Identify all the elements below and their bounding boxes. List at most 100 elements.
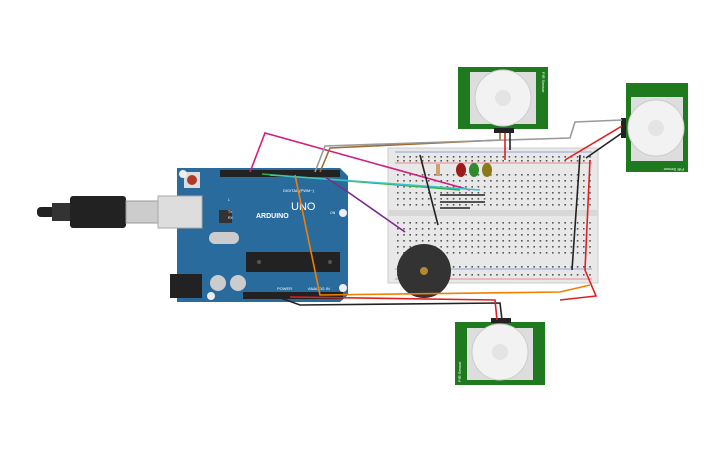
breadboard-hole[interactable] — [589, 228, 591, 230]
breadboard-hole[interactable] — [465, 228, 467, 230]
breadboard-hole[interactable] — [502, 266, 504, 268]
breadboard-hole[interactable] — [502, 160, 504, 162]
breadboard-hole[interactable] — [576, 174, 579, 176]
breadboard-hole[interactable] — [527, 234, 529, 236]
breadboard-hole[interactable] — [471, 198, 473, 200]
breadboard-hole[interactable] — [483, 274, 486, 276]
breadboard-hole[interactable] — [465, 198, 467, 200]
breadboard-hole[interactable] — [545, 204, 548, 206]
breadboard-hole[interactable] — [496, 252, 498, 254]
breadboard-hole[interactable] — [564, 266, 566, 268]
breadboard-hole[interactable] — [583, 156, 585, 158]
breadboard-hole[interactable] — [570, 174, 573, 176]
breadboard-hole[interactable] — [539, 204, 542, 206]
breadboard-hole[interactable] — [570, 180, 573, 182]
breadboard-hole[interactable] — [471, 274, 473, 276]
breadboard-hole[interactable] — [440, 228, 442, 230]
breadboard-hole[interactable] — [490, 186, 492, 188]
breadboard-hole[interactable] — [483, 160, 486, 162]
breadboard-hole[interactable] — [452, 198, 455, 200]
breadboard-hole[interactable] — [545, 252, 548, 254]
breadboard-hole[interactable] — [465, 186, 467, 188]
breadboard-hole[interactable] — [403, 240, 405, 242]
breadboard-hole[interactable] — [459, 204, 461, 206]
breadboard-hole[interactable] — [397, 198, 399, 200]
breadboard-hole[interactable] — [521, 156, 523, 158]
breadboard-hole[interactable] — [570, 266, 573, 268]
breadboard-hole[interactable] — [527, 160, 529, 162]
breadboard-hole[interactable] — [459, 274, 461, 276]
breadboard-hole[interactable] — [403, 160, 405, 162]
breadboard-hole[interactable] — [477, 274, 480, 276]
breadboard-hole[interactable] — [465, 174, 467, 176]
breadboard-hole[interactable] — [576, 228, 579, 230]
breadboard-hole[interactable] — [459, 228, 461, 230]
breadboard-hole[interactable] — [434, 174, 436, 176]
breadboard-hole[interactable] — [521, 240, 523, 242]
breadboard-hole[interactable] — [471, 156, 473, 158]
breadboard-hole[interactable] — [403, 174, 405, 176]
breadboard-hole[interactable] — [459, 266, 461, 268]
breadboard-hole[interactable] — [539, 252, 542, 254]
breadboard-hole[interactable] — [558, 156, 560, 158]
breadboard-hole[interactable] — [446, 160, 449, 162]
breadboard-hole[interactable] — [477, 204, 480, 206]
breadboard-hole[interactable] — [521, 274, 523, 276]
breadboard-hole[interactable] — [583, 204, 585, 206]
breadboard-hole[interactable] — [545, 266, 548, 268]
breadboard-hole[interactable] — [533, 266, 535, 268]
breadboard-hole[interactable] — [434, 204, 436, 206]
breadboard-hole[interactable] — [545, 222, 548, 224]
breadboard-hole[interactable] — [397, 252, 399, 254]
breadboard-hole[interactable] — [533, 174, 535, 176]
breadboard-hole[interactable] — [502, 192, 504, 194]
breadboard-hole[interactable] — [446, 174, 449, 176]
breadboard-hole[interactable] — [409, 192, 411, 194]
breadboard-hole[interactable] — [570, 240, 573, 242]
breadboard-hole[interactable] — [570, 198, 573, 200]
pir-sensor-bottom[interactable]: PIR Sensor — [455, 318, 545, 385]
breadboard-hole[interactable] — [539, 222, 542, 224]
breadboard-hole[interactable] — [502, 180, 504, 182]
breadboard-hole[interactable] — [564, 274, 566, 276]
breadboard-hole[interactable] — [514, 156, 517, 158]
breadboard-hole[interactable] — [440, 198, 442, 200]
breadboard-hole[interactable] — [477, 160, 480, 162]
breadboard-hole[interactable] — [434, 156, 436, 158]
breadboard-hole[interactable] — [477, 192, 480, 194]
breadboard-hole[interactable] — [576, 204, 579, 206]
breadboard-hole[interactable] — [421, 192, 424, 194]
breadboard-hole[interactable] — [533, 240, 535, 242]
breadboard-hole[interactable] — [558, 240, 560, 242]
breadboard-hole[interactable] — [452, 228, 455, 230]
breadboard-hole[interactable] — [514, 174, 517, 176]
breadboard-hole[interactable] — [583, 186, 585, 188]
breadboard-hole[interactable] — [576, 160, 579, 162]
breadboard-hole[interactable] — [452, 246, 455, 248]
breadboard-hole[interactable] — [533, 274, 535, 276]
breadboard-hole[interactable] — [490, 180, 492, 182]
breadboard-hole[interactable] — [552, 266, 554, 268]
breadboard-hole[interactable] — [545, 246, 548, 248]
breadboard-hole[interactable] — [415, 228, 418, 230]
wires[interactable] — [249, 119, 623, 321]
breadboard-hole[interactable] — [589, 240, 591, 242]
breadboard-hole[interactable] — [502, 252, 504, 254]
breadboard-hole[interactable] — [552, 246, 554, 248]
breadboard-hole[interactable] — [508, 160, 511, 162]
breadboard-hole[interactable] — [508, 180, 511, 182]
breadboard-hole[interactable] — [545, 186, 548, 188]
reset-button[interactable] — [187, 175, 197, 185]
breadboard-hole[interactable] — [490, 222, 492, 224]
piezo-buzzer[interactable] — [397, 244, 451, 298]
breadboard-hole[interactable] — [521, 180, 523, 182]
breadboard-hole[interactable] — [434, 234, 436, 236]
breadboard-hole[interactable] — [508, 186, 511, 188]
breadboard-hole[interactable] — [415, 222, 418, 224]
breadboard-hole[interactable] — [446, 192, 449, 194]
breadboard-hole[interactable] — [415, 192, 418, 194]
breadboard-hole[interactable] — [576, 156, 579, 158]
breadboard-hole[interactable] — [409, 156, 411, 158]
breadboard-hole[interactable] — [508, 192, 511, 194]
breadboard-hole[interactable] — [452, 174, 455, 176]
